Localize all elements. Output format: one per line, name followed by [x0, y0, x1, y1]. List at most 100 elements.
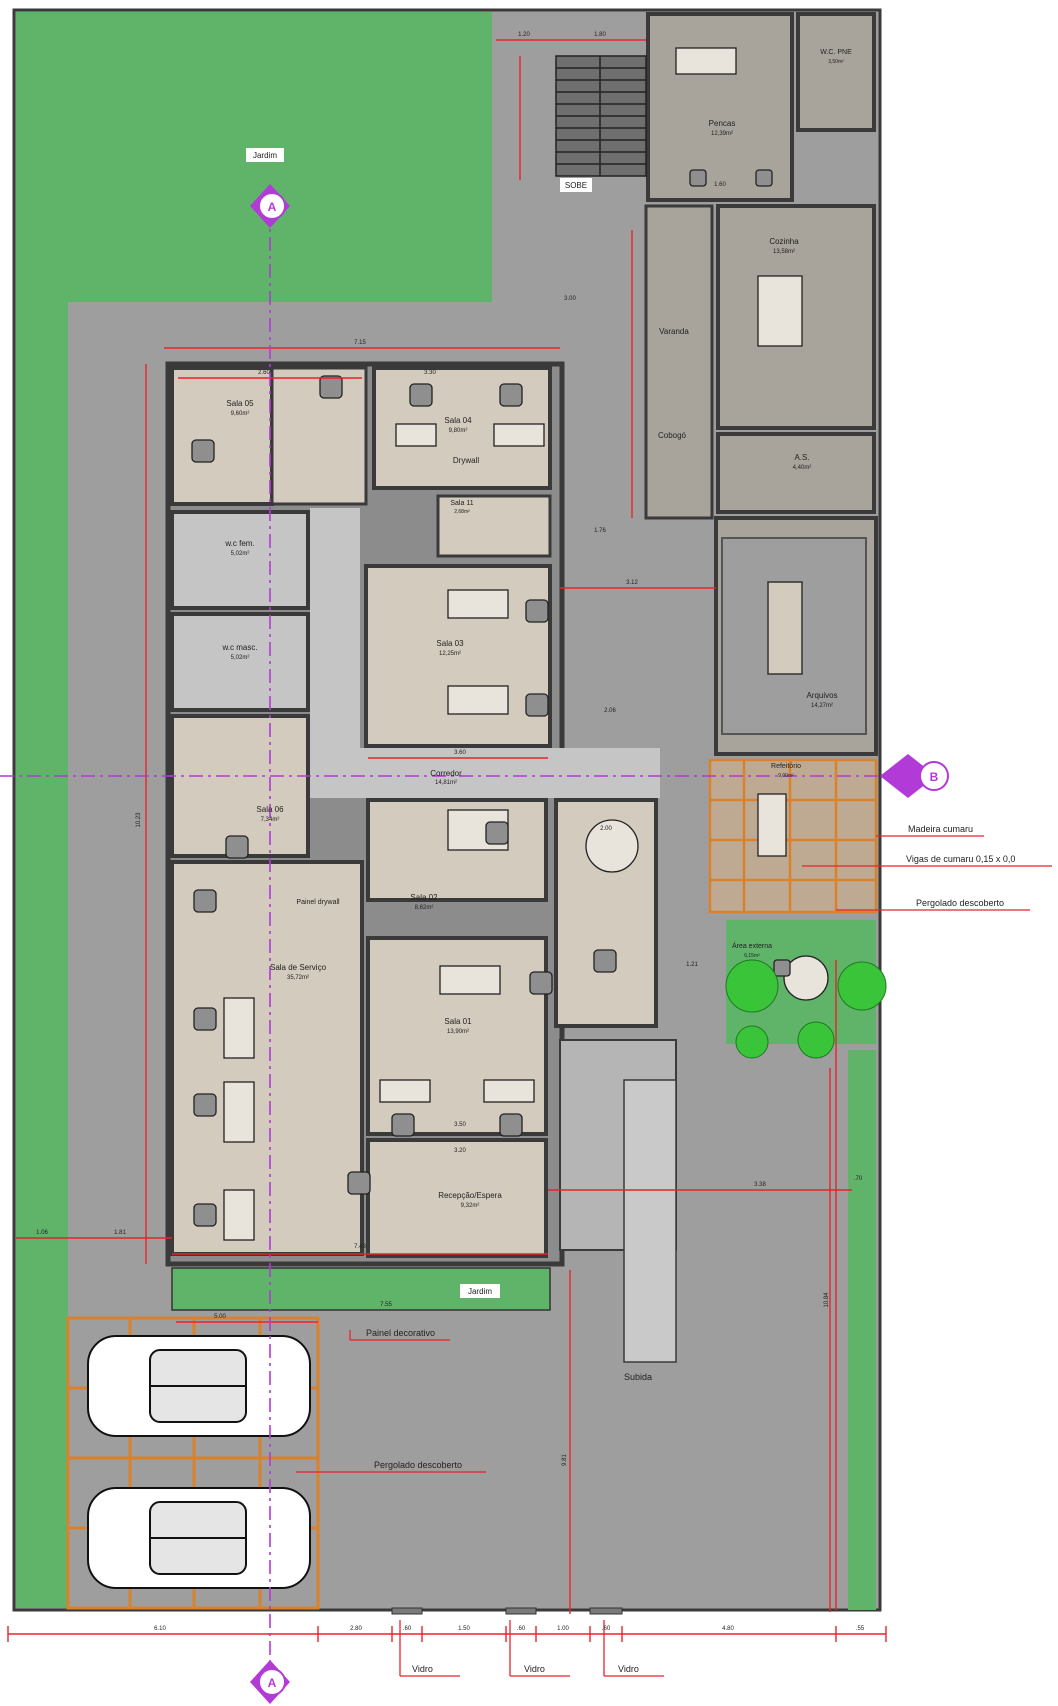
dim-bottom-60b: .60 — [517, 1626, 526, 1632]
room-area-wc-fem: 5,02m² — [231, 551, 250, 557]
dim-755: 7.55 — [380, 1302, 392, 1308]
dim-320: 3.20 — [454, 1148, 466, 1154]
room-area-servico: 35,72m² — [287, 975, 309, 981]
dim-160: 1.60 — [714, 182, 726, 188]
dim-bottom-480: 4.80 — [722, 1626, 734, 1632]
dim-bottom-280: 2.80 — [350, 1626, 362, 1632]
label-pergolado-ref: Pergolado descoberto — [916, 898, 1004, 908]
label-jardim-bottom: Jardim — [468, 1287, 492, 1296]
label-jardim-top: Jardim — [253, 151, 277, 160]
room-label-corredor: Corredor — [430, 769, 462, 778]
room-area-corredor: 14,81m² — [435, 780, 457, 786]
dim-312: 3.12 — [626, 580, 638, 586]
room-label-as: A.S. — [794, 453, 809, 462]
room-wc-masc — [170, 612, 310, 712]
label-vidro-3: Vidro — [618, 1664, 639, 1674]
room-area-sala05: 9,60m² — [231, 411, 250, 417]
room-pencas — [646, 12, 794, 202]
room-wcpne — [796, 12, 876, 132]
car-icon-1 — [87, 1335, 311, 1437]
room-refeitorio — [710, 760, 876, 912]
garden-right-strip — [848, 1050, 876, 1610]
label-sobe: SOBE — [565, 181, 587, 190]
label-box-jardim-top — [246, 148, 284, 162]
room-area-sala06: 7,34m² — [261, 817, 280, 823]
room-area-sala01: 13,90m² — [447, 1029, 469, 1035]
room-area-arquivos: 14,27m² — [811, 703, 833, 709]
axis-lines — [0, 210, 930, 1680]
room-label-refeitorio: Refeitório — [771, 763, 801, 770]
room-area-refeitorio: 9,00m² — [778, 773, 794, 779]
room-area-wcpne: 3,50m² — [828, 59, 844, 65]
room-area-pencas: 12,39m² — [711, 131, 733, 137]
room-area-sala03: 12,25m² — [439, 651, 461, 657]
dim-180: 1.80 — [594, 32, 606, 38]
staircase — [555, 55, 647, 177]
room-sala03 — [364, 564, 552, 748]
label-vidro-2: Vidro — [524, 1664, 545, 1674]
label-pergolado-garagem: Pergolado descoberto — [374, 1460, 462, 1470]
room-label-sala11: Sala 11 — [450, 500, 473, 507]
dim-176: 1.76 — [594, 528, 606, 534]
room-label-wc-masc: w.c masc. — [221, 643, 257, 652]
room-label-sala04: Sala 04 — [444, 416, 472, 425]
room-sala11 — [436, 494, 552, 558]
label-box-jardim-bottom — [460, 1284, 500, 1298]
car-icon-2 — [87, 1487, 311, 1589]
dim-120: 1.20 — [518, 32, 530, 38]
room-corredor — [310, 748, 660, 798]
room-area-wc-masc: 5,02m² — [231, 655, 250, 661]
room-label-cobogo: Cobogó — [658, 431, 687, 440]
dim-300: 3.00 — [564, 296, 576, 302]
room-label-area-externa: Área externa — [732, 941, 772, 950]
room-varanda — [644, 204, 714, 520]
room-area-as: 4,40m² — [793, 465, 812, 471]
room-servico — [170, 860, 364, 1256]
dimension-ticks — [7, 1626, 887, 1642]
dim-106: 1.06 — [36, 1230, 48, 1236]
axis-a-circle-top — [258, 192, 286, 220]
ramp-lane — [623, 1079, 677, 1363]
dim-bottom-100: 1.00 — [557, 1626, 569, 1632]
axis-b-circle — [919, 761, 949, 791]
dim-200: 2.00 — [600, 826, 612, 832]
room-area-sala11: 2,68m² — [454, 509, 470, 515]
room-label-wcpne: W.C. PNE — [820, 49, 852, 56]
room-wc-fem — [170, 510, 310, 610]
dim-330: 3.30 — [424, 370, 436, 376]
dim-1084: 10.84 — [824, 1292, 830, 1308]
label-vigas-cumaru: Vigas de cumaru 0,15 x 0,0 — [906, 854, 1015, 864]
dim-206: 2.06 — [604, 708, 616, 714]
label-vidro-1: Vidro — [412, 1664, 433, 1674]
room-label-varanda: Varanda — [659, 327, 689, 336]
label-painel-decorativo: Painel decorativo — [366, 1328, 435, 1338]
dim-350: 3.50 — [454, 1122, 466, 1128]
leader-lines — [296, 835, 1052, 1677]
dim-715: 7.15 — [354, 340, 366, 346]
chairs — [191, 169, 791, 1227]
room-sala05 — [170, 366, 274, 506]
dim-743: 7.43 — [354, 1244, 366, 1250]
room-area-cozinha: 13,58m² — [773, 249, 795, 255]
dim-181: 1.81 — [114, 1230, 126, 1236]
archive-table — [767, 581, 803, 675]
glass-panels — [391, 1607, 623, 1615]
room-label-arquivos: Arquivos — [806, 691, 837, 700]
room-sala05-right — [270, 366, 368, 506]
axis-a-bottom-label: A — [268, 1676, 277, 1690]
corredor-vertical — [310, 508, 360, 798]
room-label-wc-fem: w.c fem. — [224, 539, 254, 548]
dim-bottom-610: 6.10 — [154, 1626, 166, 1632]
dim-360: 3.60 — [454, 750, 466, 756]
dim-bottom-55: .55 — [856, 1626, 865, 1632]
room-sala06 — [170, 714, 310, 858]
room-label-sala06: Sala 06 — [256, 805, 284, 814]
room-label-cozinha: Cozinha — [769, 237, 799, 246]
room-area-sala02: 8,62m² — [415, 905, 434, 911]
dim-bottom-60a: .60 — [403, 1626, 412, 1632]
garden-left-strip — [16, 300, 68, 1608]
axis-b-label: B — [930, 770, 939, 784]
room-area-area-externa: 6,15m² — [744, 953, 760, 959]
axis-a-top-label: A — [268, 200, 277, 214]
label-box-sobe — [560, 178, 592, 192]
